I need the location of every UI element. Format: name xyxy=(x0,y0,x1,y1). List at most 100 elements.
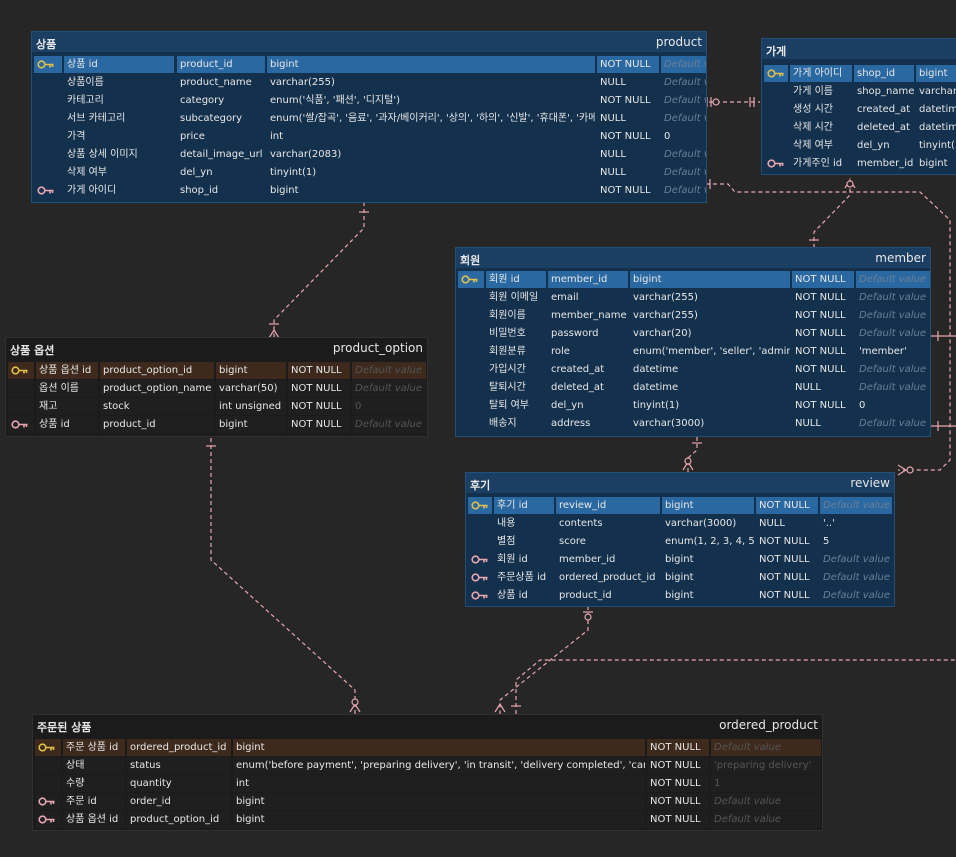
column-name[interactable]: del_yn xyxy=(854,137,914,154)
column-nullability[interactable]: NOT NULL xyxy=(756,533,818,550)
column-type[interactable]: tinyint(1) xyxy=(630,397,790,414)
column-korean-name[interactable]: 가게주인 id xyxy=(790,155,852,172)
column-nullability[interactable]: NULL xyxy=(792,415,854,432)
column-korean-name[interactable]: 삭제 시간 xyxy=(790,119,852,136)
relation-product-shop[interactable] xyxy=(706,97,760,107)
column-name[interactable]: password xyxy=(548,325,628,342)
column-default[interactable]: Default value xyxy=(661,74,706,91)
column-default[interactable]: 'preparing delivery' xyxy=(711,757,821,774)
column-type[interactable]: datetime xyxy=(630,361,790,378)
column-korean-name[interactable]: 후기 id xyxy=(494,497,554,514)
column-nullability[interactable]: NOT NULL xyxy=(792,343,854,360)
column-default[interactable]: 'member' xyxy=(856,343,930,360)
column-name[interactable]: product_id xyxy=(100,416,214,433)
column-korean-name[interactable]: 탈퇴시간 xyxy=(486,379,546,396)
table-header[interactable]: 상품 product xyxy=(32,32,706,52)
column-default[interactable]: 1 xyxy=(711,775,821,792)
column-nullability[interactable]: NULL xyxy=(597,110,659,127)
column-default[interactable]: Default value xyxy=(856,361,930,378)
column-nullability[interactable]: NOT NULL xyxy=(288,362,350,379)
column-type[interactable]: int xyxy=(233,775,645,792)
column-type[interactable]: bigint xyxy=(267,56,595,73)
column-nullability[interactable]: NOT NULL xyxy=(647,811,709,828)
column-default[interactable]: Default value xyxy=(711,811,821,828)
table-header[interactable]: 가게 xyxy=(762,39,956,59)
column-name[interactable]: deleted_at xyxy=(854,119,914,136)
column-korean-name[interactable]: 상품 id xyxy=(36,416,98,433)
column-type[interactable]: bigint xyxy=(916,65,956,82)
column-korean-name[interactable]: 상품 id xyxy=(64,56,174,73)
column-type[interactable]: bigint xyxy=(233,811,645,828)
column-name[interactable]: product_id xyxy=(177,56,265,73)
column-type[interactable]: bigint xyxy=(916,155,956,172)
column-type[interactable]: datetim xyxy=(916,101,956,118)
column-default[interactable]: Default value xyxy=(856,271,930,288)
column-type[interactable]: varchar xyxy=(916,83,956,100)
relation-ordered-orders[interactable] xyxy=(511,659,956,714)
column-default[interactable]: Default value xyxy=(856,289,930,306)
column-korean-name[interactable]: 삭제 여부 xyxy=(64,164,174,181)
column-korean-name[interactable]: 가입시간 xyxy=(486,361,546,378)
column-default[interactable]: Default value xyxy=(711,793,821,810)
column-nullability[interactable]: NOT NULL xyxy=(647,757,709,774)
column-type[interactable]: bigint xyxy=(216,416,286,433)
column-type[interactable]: enum('쌀/잡곡', '음료', '과자/베이커리', '상의', '하의'… xyxy=(267,110,595,127)
column-name[interactable]: review_id xyxy=(556,497,660,514)
column-type[interactable]: bigint xyxy=(662,551,754,568)
column-name[interactable]: email xyxy=(548,289,628,306)
column-nullability[interactable]: NOT NULL xyxy=(792,289,854,306)
column-nullability[interactable]: NOT NULL xyxy=(597,56,659,73)
column-nullability[interactable]: NOT NULL xyxy=(756,497,818,514)
column-nullability[interactable]: NOT NULL xyxy=(756,551,818,568)
column-nullability[interactable]: NOT NULL xyxy=(647,739,709,756)
column-nullability[interactable]: NOT NULL xyxy=(792,397,854,414)
column-type[interactable]: bigint xyxy=(662,497,754,514)
column-name[interactable]: shop_id xyxy=(177,182,265,199)
column-default[interactable]: 0 xyxy=(856,397,930,414)
column-name[interactable]: del_yn xyxy=(548,397,628,414)
column-korean-name[interactable]: 가게 이름 xyxy=(790,83,852,100)
column-nullability[interactable]: NOT NULL xyxy=(597,92,659,109)
column-name[interactable]: product_option_name xyxy=(100,380,214,397)
column-type[interactable]: enum('식품', '패션', '디지털') xyxy=(267,92,595,109)
column-korean-name[interactable]: 주문상품 id xyxy=(494,569,554,586)
column-nullability[interactable]: NOT NULL xyxy=(756,587,818,604)
column-name[interactable]: role xyxy=(548,343,628,360)
column-type[interactable]: bigint xyxy=(267,182,595,199)
table-header[interactable]: 주문된 상품 ordered_product xyxy=(33,715,822,735)
column-default[interactable]: Default value xyxy=(856,415,930,432)
column-name[interactable]: detail_image_url xyxy=(177,146,265,163)
column-nullability[interactable]: NOT NULL xyxy=(597,182,659,199)
column-type[interactable]: bigint xyxy=(216,362,286,379)
column-name[interactable]: category xyxy=(177,92,265,109)
column-type[interactable]: int unsigned xyxy=(216,398,286,415)
column-default[interactable]: Default value xyxy=(661,110,706,127)
relation-review-ordered[interactable] xyxy=(494,606,593,714)
column-nullability[interactable]: NULL xyxy=(597,146,659,163)
column-name[interactable]: product_id xyxy=(556,587,660,604)
column-name[interactable]: member_name xyxy=(548,307,628,324)
relation-member-orders[interactable] xyxy=(930,331,956,431)
column-name[interactable]: ordered_product_id xyxy=(127,739,231,756)
